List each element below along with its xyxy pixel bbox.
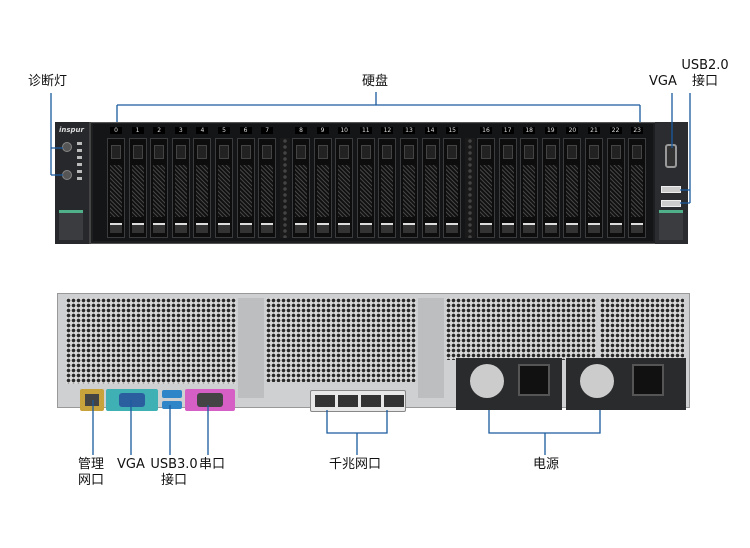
label-usb3-line2: 接口 xyxy=(160,473,187,488)
label-serial-port: 串口 xyxy=(199,457,226,472)
serial-port xyxy=(185,389,235,411)
rear-vent-middle xyxy=(266,298,416,382)
drive-bay[interactable] xyxy=(520,138,539,238)
power-button[interactable] xyxy=(62,142,72,152)
drive-bay[interactable] xyxy=(498,138,517,238)
front-vga-port xyxy=(665,144,677,168)
bay-number: 21 xyxy=(588,127,600,134)
bay-number: 0 xyxy=(110,127,122,134)
bay-number: 2 xyxy=(153,127,166,134)
riser-bracket xyxy=(238,298,264,398)
drive-bay[interactable] xyxy=(585,138,603,238)
bay-number: 1 xyxy=(131,127,144,134)
bay-number: 5 xyxy=(218,127,230,134)
label-usb2-line1: USB2.0 xyxy=(681,58,729,73)
label-usb3-line1: USB3.0 xyxy=(150,457,198,472)
rear-vga-port xyxy=(106,389,158,411)
drive-bay[interactable] xyxy=(107,138,125,238)
label-front-vga: VGA xyxy=(649,74,677,89)
bay-number: 15 xyxy=(446,127,459,134)
right-io-ear xyxy=(655,122,688,244)
bay-number: 20 xyxy=(566,127,579,134)
power-supply-2 xyxy=(566,358,686,410)
bay-number: 11 xyxy=(359,127,372,134)
rear-vent-right xyxy=(446,298,596,360)
drive-bay[interactable] xyxy=(477,138,495,238)
drive-bay[interactable] xyxy=(215,138,233,238)
label-drives: 硬盘 xyxy=(362,74,389,89)
bay-number: 4 xyxy=(196,127,209,134)
brand-logo: inspur xyxy=(59,126,84,134)
label-gigabit-ports: 千兆网口 xyxy=(329,457,382,472)
bay-number: 3 xyxy=(174,127,187,134)
drive-bay[interactable] xyxy=(171,138,190,238)
drive-bay[interactable] xyxy=(258,138,277,238)
label-power-supply: 电源 xyxy=(533,457,560,472)
rear-vent-left xyxy=(66,298,236,384)
bay-number: 17 xyxy=(501,127,514,134)
left-rack-handle[interactable] xyxy=(59,210,83,240)
bay-number: 12 xyxy=(381,127,394,134)
diagnostic-led-icons xyxy=(77,142,82,182)
power-supply-1 xyxy=(456,358,562,410)
drive-bay[interactable] xyxy=(150,138,169,238)
label-rear-vga: VGA xyxy=(117,457,145,472)
rear-vent-far-right xyxy=(600,298,684,368)
drive-bay[interactable] xyxy=(335,138,354,238)
drive-bay[interactable] xyxy=(563,138,582,238)
drive-bay[interactable] xyxy=(356,138,375,238)
riser-bracket xyxy=(418,298,444,398)
bay-number: 18 xyxy=(523,127,536,134)
bay-divider xyxy=(465,138,475,238)
label-mgmt-line1: 管理 xyxy=(78,457,105,472)
left-control-ear: inspur xyxy=(55,122,91,244)
server-rear-panel xyxy=(57,293,690,412)
bay-number: 16 xyxy=(480,127,492,134)
drive-bay[interactable] xyxy=(313,138,332,238)
bay-number: 19 xyxy=(544,127,557,134)
gigabit-network-ports xyxy=(310,390,406,412)
management-network-port xyxy=(80,389,104,411)
drive-bay[interactable] xyxy=(606,138,625,238)
bay-number: 23 xyxy=(631,127,644,134)
bay-number: 14 xyxy=(424,127,437,134)
label-usb2-line2: 接口 xyxy=(691,74,718,89)
usb3-port-2 xyxy=(162,401,182,409)
label-management-port: 管理网口 xyxy=(78,457,104,489)
bay-number: 8 xyxy=(295,127,307,134)
bay-divider xyxy=(280,138,290,238)
label-mgmt-line2: 网口 xyxy=(78,473,105,488)
drive-bay[interactable] xyxy=(628,138,647,238)
drive-bay[interactable] xyxy=(236,138,255,238)
bay-number: 10 xyxy=(338,127,351,134)
drive-bay[interactable] xyxy=(400,138,418,238)
drive-bay[interactable] xyxy=(378,138,397,238)
drive-bay[interactable] xyxy=(292,138,310,238)
drive-bay[interactable] xyxy=(421,138,440,238)
label-diagnostic-led: 诊断灯 xyxy=(28,74,68,89)
right-rack-handle[interactable] xyxy=(659,210,683,240)
drive-bay[interactable] xyxy=(128,138,147,238)
usb3-port-1 xyxy=(162,390,182,398)
bay-number: 13 xyxy=(403,127,415,134)
bay-number: 22 xyxy=(609,127,622,134)
drive-bay[interactable] xyxy=(443,138,462,238)
bay-number: 9 xyxy=(316,127,329,134)
bay-number: 7 xyxy=(261,127,274,134)
drive-bay[interactable] xyxy=(541,138,560,238)
drive-bay[interactable] xyxy=(193,138,212,238)
bay-number: 6 xyxy=(239,127,252,134)
